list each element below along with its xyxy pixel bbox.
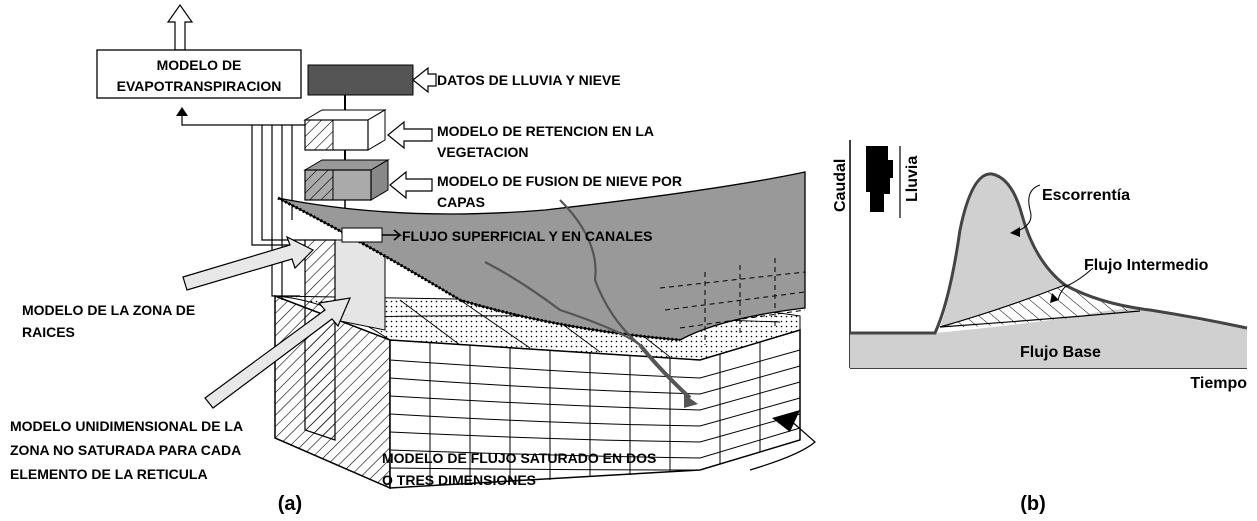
y-axis-label: Caudal	[832, 159, 849, 212]
runoff-region	[940, 175, 1065, 327]
unsaturated-arrow	[204, 297, 351, 409]
unsaturated-column-hatched	[304, 239, 336, 441]
snowmelt-arrow	[389, 170, 433, 200]
surface-flow-label: FLUJO SUPERFICIAL Y EN CANALES	[402, 228, 652, 244]
land-surface-edge	[277, 196, 681, 342]
rain-snow-data-block	[307, 64, 414, 96]
saturated-label-line1: MODELO DE FLUJO SATURADO EN DOS	[382, 450, 656, 466]
panel-a: MODELO DE EVAPOTRANSPIRACION	[10, 3, 816, 515]
evapotranspiration-output-arrow	[166, 3, 194, 51]
retention-label-line2: VEGETACION	[437, 144, 529, 160]
x-axis-label: Tiempo	[1190, 375, 1247, 392]
unsaturated-label-line2: ZONA NO SATURADA PARA CADA	[10, 442, 241, 458]
snowmelt-label-line2: CAPAS	[437, 194, 485, 210]
rain-label: Lluvia	[904, 156, 921, 202]
rain-snow-arrow	[412, 66, 437, 94]
root-zone-label-line2: RAICES	[22, 324, 75, 340]
panel-b-caption: (b)	[1020, 493, 1046, 515]
evaporation-flux-lines	[251, 125, 305, 300]
retention-arrow	[387, 120, 433, 150]
rainfall-hyetograph	[866, 146, 893, 212]
panel-a-caption: (a)	[278, 493, 302, 515]
retention-label-line1: MODELO DE RETENCION EN LA	[437, 123, 654, 139]
surface-grid	[659, 258, 806, 345]
baseflow-region	[850, 308, 1247, 368]
interflow-label: Flujo Intermedio	[1084, 257, 1209, 274]
input-arrows	[387, 66, 437, 200]
snowmelt-label-line1: MODELO DE FUSION DE NIEVE POR	[437, 173, 682, 189]
root-zone-label-line1: MODELO DE LA ZONA DE	[22, 302, 195, 318]
baseflow-label: Flujo Base	[1020, 344, 1101, 361]
saturated-grid	[389, 342, 801, 486]
evapotranspiration-label-line2: EVAPOTRANSPIRACION	[117, 78, 282, 94]
hydrograph-line	[850, 172, 1248, 335]
runoff-leader	[1014, 184, 1041, 233]
evaporation-return-line	[181, 114, 305, 126]
surface-flow-marker	[341, 227, 383, 243]
root-zone-arrow	[182, 235, 315, 291]
runoff-label: Escorrentía	[1042, 187, 1130, 204]
panel-b: Caudal Lluvia Escorrentía Flujo Intermed…	[832, 140, 1248, 515]
unsaturated-label-line1: MODELO UNIDIMENSIONAL DE LA	[10, 418, 243, 434]
evapotranspiration-box	[96, 49, 302, 99]
unsaturated-label-line3: ELEMENTO DE LA RETICULA	[10, 466, 208, 482]
river-channels	[484, 199, 692, 400]
rain-snow-label: DATOS DE LLUVIA Y NIEVE	[437, 72, 621, 88]
evapotranspiration-label-line1: MODELO DE	[157, 57, 242, 73]
diagonal-arrows	[182, 235, 351, 409]
saturated-label-line2: O TRES DIMENSIONES	[382, 472, 536, 488]
interflow-leader	[1057, 267, 1094, 301]
